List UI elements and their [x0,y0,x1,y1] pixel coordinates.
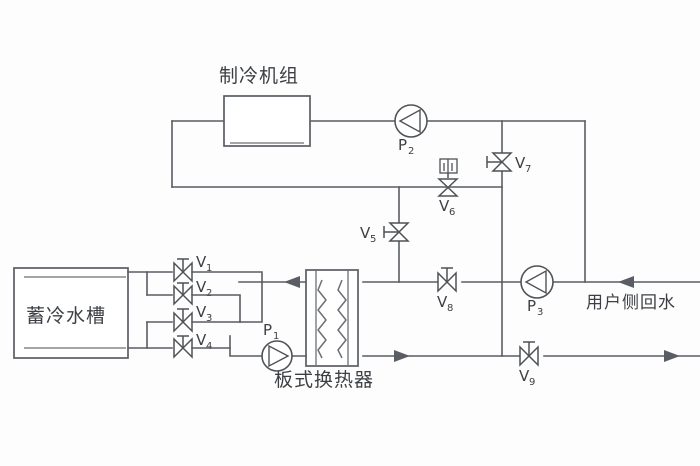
arrow-user-supply-outlet-head [664,350,680,362]
pump-p2-label-base: P [398,136,407,154]
arrow-hx-outlet-bottom-head [394,350,410,362]
valve-v2-handle [177,282,189,295]
pump-p3 [520,265,554,299]
pipe-v2-out [191,294,241,323]
valve-v7 [486,152,513,172]
pump-p1-label-sub: 1 [273,331,279,342]
valve-v4-handle [177,335,189,348]
arrow-hx-inlet-head [284,276,300,288]
valve-v9-handle [523,341,535,356]
valve-v4-label-sub: 4 [206,341,212,352]
plate-heat-exchanger-label: 板式换热器 [274,369,374,391]
valve-v7-label-base: V [515,154,526,172]
pump-p3-label-sub: 3 [537,307,543,318]
pump-p2 [394,104,428,138]
pump-p1-label-base: P [263,321,272,339]
pipe-tank-top-out [127,271,148,296]
pump-p2-label-sub: 2 [408,146,414,157]
valve-v5 [383,222,410,242]
pipe-tank-bottom-out [127,321,148,349]
storage-tank-label: 蓄冷水槽 [26,305,106,327]
chiller-unit [223,95,311,147]
valve-v5-label-sub: 5 [370,234,376,245]
plate-heat-exchanger-coil-right [337,279,347,359]
valve-v3-label-sub: 3 [206,313,212,324]
valve-v2-label-base: V [196,278,207,296]
valve-v8 [437,267,457,293]
valve-v1-handle [177,258,189,272]
chiller-unit-body [223,95,311,147]
pipe-v1-out [191,271,263,283]
pump-p1-impeller-arrow [268,344,290,368]
valve-v3 [173,308,193,333]
storage-tank [13,267,129,359]
valve-v5-handle [383,226,399,238]
valve-v2-label-sub: 2 [206,288,212,299]
arrow-user-return-inlet [618,276,634,288]
valve-v1-label-base: V [196,253,207,271]
valve-v8-label-sub: 8 [447,303,453,314]
chiller-unit-label: 制冷机组 [219,65,299,87]
valve-v1-label-sub: 1 [206,263,212,274]
pump-p1 [261,340,293,372]
valve-v3-label-base: V [196,303,207,321]
valve-v5-label-base: V [360,224,371,242]
valve-v1 [173,258,193,283]
plate-heat-exchanger-coil-left [317,279,327,359]
valve-v4 [173,335,193,359]
valve-v6 [437,158,459,197]
pipe-v3-riser [239,281,263,323]
valve-v6-label-sub: 6 [449,207,455,218]
user-return-label: 用户侧回水 [586,293,676,313]
valve-v2 [173,282,193,306]
plate-heat-exchanger [305,269,359,367]
valve-v9 [519,341,539,367]
valve-v8-handle [441,267,453,282]
valve-v9-label-sub: 9 [529,377,535,388]
valve-v4-label-base: V [196,331,207,349]
valve-v8-label-base: V [437,293,448,311]
arrow-hx-inlet [284,276,300,288]
valve-v7-handle [486,156,502,168]
valve-v9-label-base: V [519,367,530,385]
arrow-user-supply-outlet [664,350,680,362]
pump-p2-impeller-arrow [398,108,421,134]
arrow-hx-outlet-bottom [394,350,410,362]
plate-heat-exchanger-body [305,269,359,367]
valve-v3-handle [177,308,189,322]
pump-p3-impeller-arrow [524,269,547,295]
valve-v6-body [437,178,459,197]
valve-v7-label-sub: 7 [525,164,531,175]
pump-p3-label-base: P [527,297,536,315]
plate-heat-exchanger-rails [315,270,349,366]
valve-v6-label-base: V [439,197,450,215]
pipe-v4-out [191,347,263,357]
storage-tank-body [13,267,129,359]
arrow-user-return-inlet-head [618,276,634,288]
